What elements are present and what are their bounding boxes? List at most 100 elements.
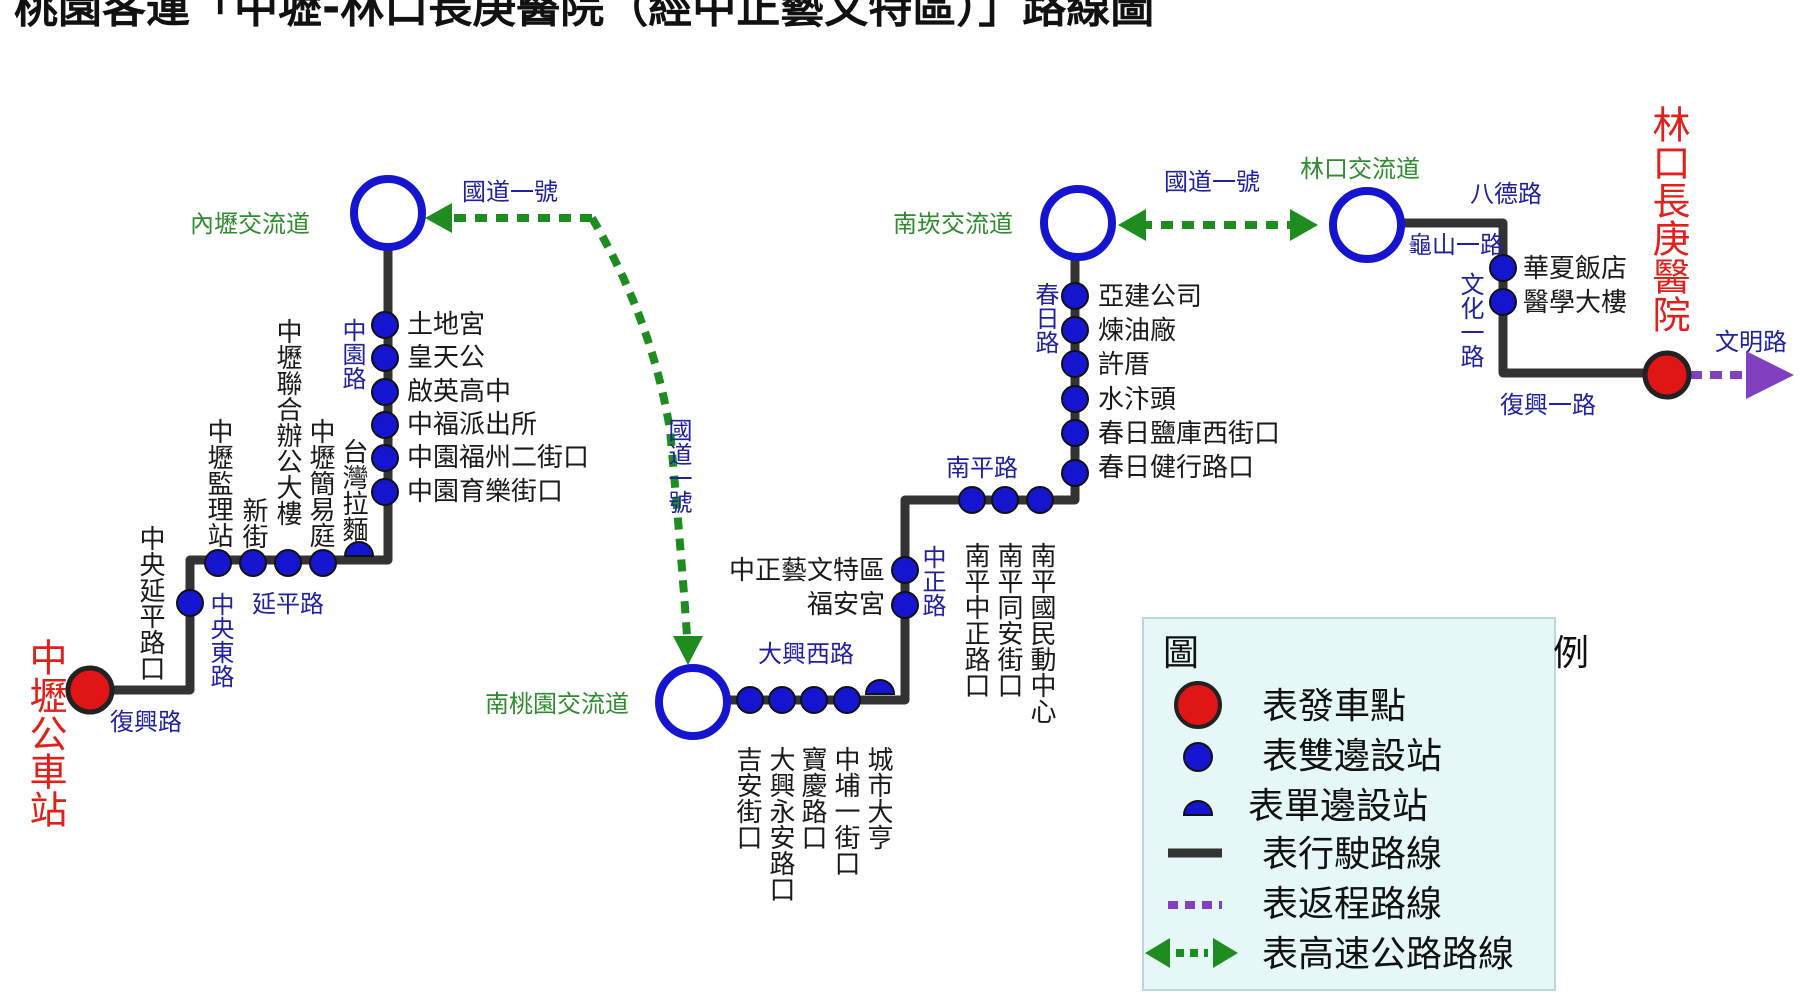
stop-marker [309,549,337,577]
road-label-wenming: 文明路 [1715,328,1787,356]
stop-marker [736,686,764,714]
stop-label: 亞建公司 [1098,282,1202,312]
stop-marker [1061,350,1089,378]
road-label-bade: 八德路 [1470,180,1542,208]
road-label-wenhua: 文化一路 [1456,272,1484,368]
interchange-label-linkou: 林口交流道 [1300,155,1420,183]
legend-highway-icon [1213,938,1238,968]
road-label-zhongyuan: 中園路 [338,318,366,390]
stop-marker [1026,486,1054,514]
stop-marker [204,549,232,577]
stop-label: 啟英高中 [407,377,511,407]
stop-label: 南平中正路口 [960,542,990,698]
single-stop-marker [864,679,896,695]
stop-label: 中埔一街口 [830,746,860,876]
end-terminal-label: 林口長庚醫院 [1646,105,1690,333]
interchange-label-nankan: 南崁交流道 [893,210,1013,238]
legend-single-stop-icon [1182,800,1214,816]
legend-item: 表雙邊設站 [1262,736,1442,777]
start-terminal-marker [65,665,115,715]
start-terminal-label: 中壢公車站 [23,638,67,828]
road-label-fuxing-1st: 復興一路 [1500,391,1596,419]
interchange-ring-linkou [1329,187,1405,263]
stop-label: 吉安街口 [732,746,762,850]
stop-label: 許厝 [1098,350,1150,380]
stop-marker [371,344,399,372]
stop-label: 中正藝文特區 [729,556,885,586]
stop-label: 福安宮 [807,590,885,620]
stop-label: 春日鹽庫西街口 [1098,419,1280,449]
stop-label: 中壢簡易庭 [305,418,335,548]
stop-marker [991,486,1019,514]
stop-label: 醫學大樓 [1523,288,1627,318]
road-label-nanping: 南平路 [946,454,1018,482]
stop-marker [1489,288,1517,316]
interchange-label-neili: 內壢交流道 [190,210,310,238]
legend: 圖 例 表發車點 表雙邊設站 表單邊設站 表行駛路線 表返程路線 表高速公路路線 [1142,617,1589,991]
stop-label: 春日健行路口 [1098,453,1254,483]
stop-marker [371,411,399,439]
single-stop-marker [343,541,375,557]
legend-item: 表行駛路線 [1262,834,1442,875]
interchange-ring-nantaoyuan [655,664,731,740]
stop-label: 城市大亨 [863,746,893,850]
highway-label: 國道一號 [1164,168,1260,196]
legend-box [1142,617,1556,991]
stop-label: 水汴頭 [1098,385,1176,415]
stop-marker [1061,282,1089,310]
stop-marker [1061,385,1089,413]
legend-item: 表單邊設站 [1248,786,1428,827]
stop-marker [768,686,796,714]
stop-label: 寶慶路口 [797,746,827,850]
stop-label: 中園福州二街口 [407,443,589,473]
stop-marker [176,589,204,617]
highway-arrow-west [425,203,452,233]
road-label-chunri: 春日路 [1031,282,1059,354]
stop-label: 中福派出所 [407,410,537,440]
stop-label: 土地宮 [407,310,485,340]
stop-marker [1061,316,1089,344]
highway-arrow-south [673,636,703,665]
legend-item: 表高速公路路線 [1262,934,1514,975]
legend-highway-icon [1145,938,1170,968]
stop-markers [176,254,1517,714]
stop-marker [800,686,828,714]
stop-label: 煉油廠 [1098,316,1176,346]
stop-label: 中央延平路口 [135,525,165,681]
page-title: 桃園客運「中壢-林口長庚醫院（經中正藝文特區）」路線圖 [14,0,1154,33]
highway-label: 國道一號 [664,418,692,514]
stop-label: 中園育樂街口 [407,477,563,507]
stop-marker [1061,419,1089,447]
road-label-zhongzheng: 中正路 [918,545,946,617]
legend-item: 表返程路線 [1262,884,1442,925]
stop-label: 新街 [238,497,268,549]
highway-link-neili-nantaoyuan [440,214,692,651]
stop-label: 皇天公 [407,343,485,373]
stop-marker [371,311,399,339]
stop-label: 中壢聯合辦公大樓 [272,318,302,526]
stop-marker [371,478,399,506]
road-label-zhongyang-east: 中央東路 [206,592,234,688]
stop-marker [371,444,399,472]
stop-marker [1061,459,1089,487]
stop-marker [274,549,302,577]
legend-title-b: 例 [1553,633,1589,674]
highway-label: 國道一號 [462,178,558,206]
stop-label: 華夏飯店 [1523,254,1627,284]
road-label-yanping: 延平路 [252,590,324,618]
stop-marker [958,486,986,514]
legend-title-a: 圖 [1163,633,1199,674]
highway-arrow-right [1290,209,1318,241]
interchange-label-nantaoyuan: 南桃園交流道 [485,690,629,718]
stop-marker [371,378,399,406]
stop-marker [239,549,267,577]
stop-marker [833,686,861,714]
road-label-fuxing: 復興路 [110,708,182,736]
stop-label: 台灣拉麵 [338,438,368,542]
stop-label: 大興永安路口 [765,746,795,902]
legend-terminal-icon [1174,681,1222,729]
end-terminal-marker [1642,350,1692,400]
highway-arrow-left [1118,209,1146,241]
legend-item: 表發車點 [1262,686,1406,727]
